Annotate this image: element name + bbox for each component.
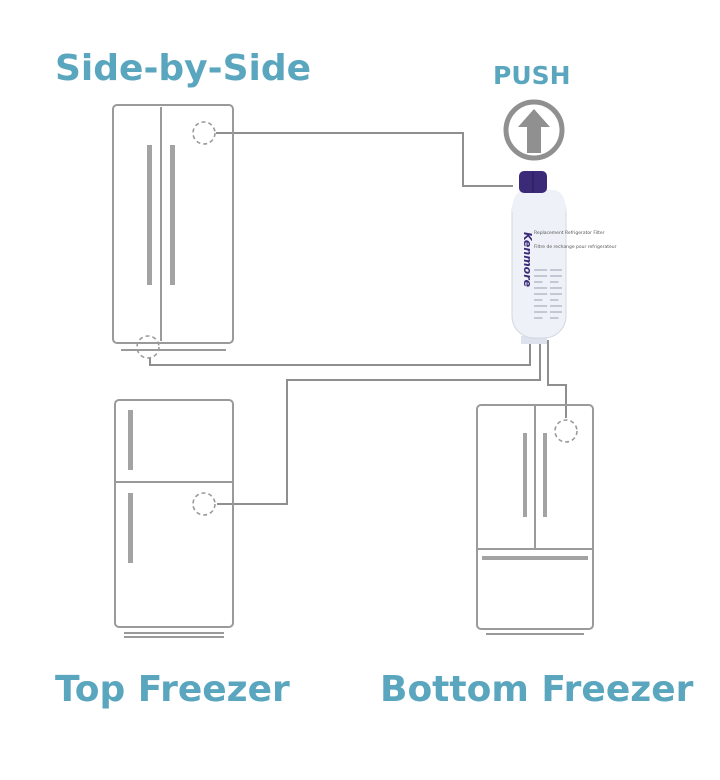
side-by-side-label: Side-by-Side — [55, 48, 312, 89]
filter-brand-logo: Kenmore — [521, 232, 534, 288]
top-freezer-fridge — [114, 399, 234, 638]
filter-label-text: Filtre de rechange pour refrigerateur — [534, 244, 617, 250]
fridge-handle — [128, 493, 133, 563]
dashed-circle-icon — [192, 121, 216, 145]
dashed-circle-icon — [192, 492, 216, 516]
filter-shoulder — [512, 190, 566, 212]
connector-side-by-side-top — [216, 132, 513, 187]
push-indicator — [503, 99, 565, 161]
connector-top-freezer — [217, 340, 541, 505]
connector-side-by-side-bottom — [149, 340, 531, 366]
connector-lines — [149, 132, 567, 505]
push-ring — [503, 99, 565, 161]
left-door-handle — [523, 433, 527, 517]
connector-bottom-freezer — [547, 340, 567, 418]
side-by-side-fridge — [112, 104, 234, 359]
fridge-body — [112, 104, 234, 344]
water-filter-cartridge: Kenmore Replacement Refrigerator Filter … — [511, 171, 617, 344]
top-freezer-label: Top Freezer — [55, 669, 290, 710]
drawer-handle — [482, 556, 588, 560]
freezer-handle — [128, 410, 133, 470]
filter-fine-print — [534, 269, 562, 319]
bottom-freezer-label: Bottom Freezer — [380, 669, 694, 710]
fridge-handle — [170, 145, 175, 285]
dashed-circle-icon — [554, 419, 578, 443]
right-door-handle — [543, 433, 547, 517]
filter-body — [511, 189, 567, 339]
bottom-freezer-fridge — [476, 404, 594, 635]
up-arrow-icon — [518, 109, 550, 153]
push-label: PUSH — [493, 61, 571, 90]
dashed-circle-icon — [136, 335, 160, 359]
freezer-handle — [147, 145, 152, 285]
filter-label-text: Replacement Refrigerator Filter — [534, 230, 605, 236]
fridge-body — [114, 399, 234, 628]
